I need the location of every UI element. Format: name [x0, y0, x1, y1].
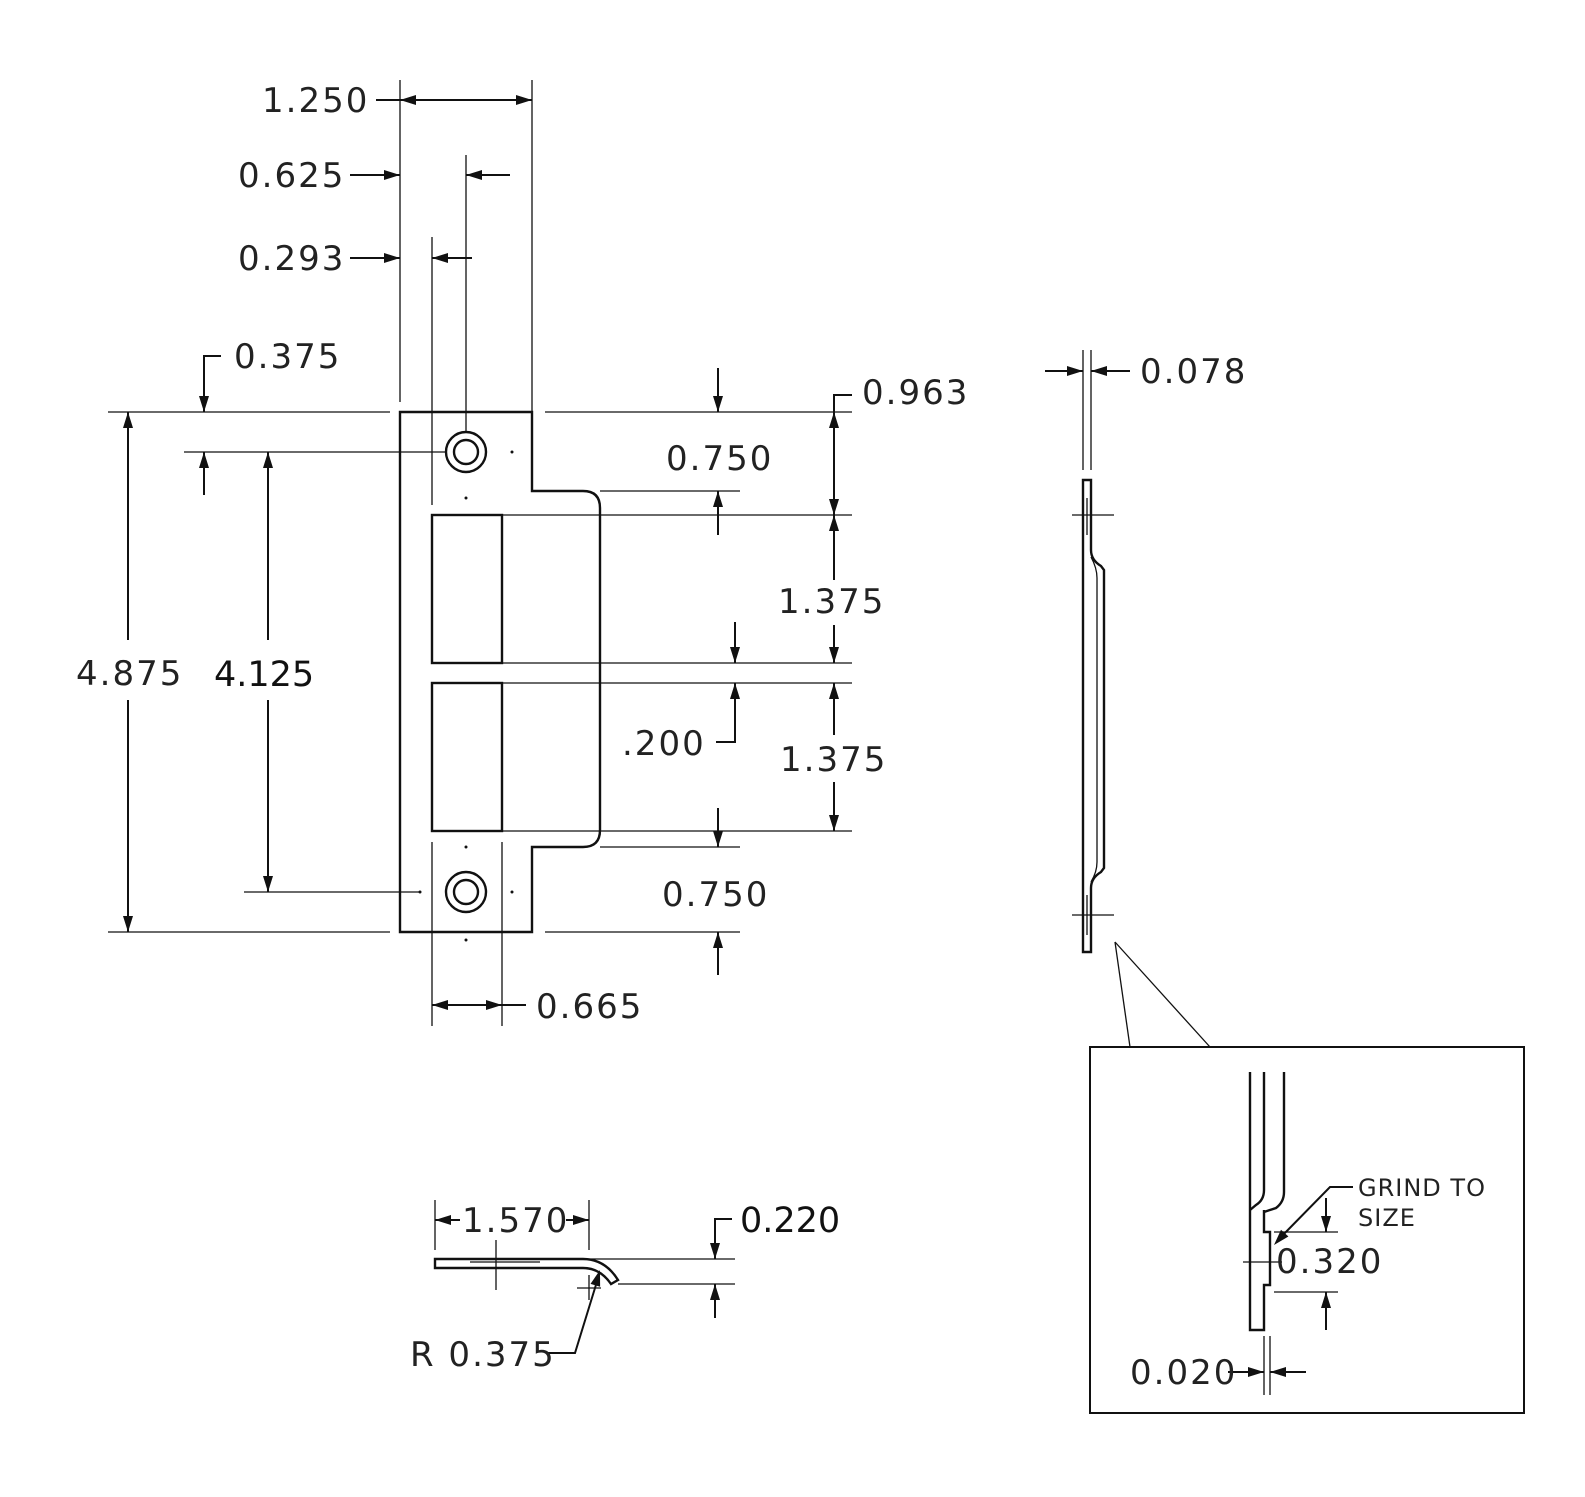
- label-0078: 0.078: [1140, 352, 1247, 392]
- note-grind-line2: SIZE: [1358, 1204, 1416, 1232]
- label-0220: 0.220: [740, 1201, 840, 1241]
- note-grind-line1: GRIND TO: [1358, 1174, 1486, 1202]
- label-0293: 0.293: [238, 239, 345, 279]
- upper-pocket: [430, 513, 504, 665]
- dim-1375-upper: 1.375: [778, 515, 885, 663]
- lip-profile: [433, 1257, 620, 1286]
- dim-0625: 0.625: [238, 156, 510, 196]
- label-1250: 1.250: [262, 81, 369, 121]
- dim-1375-lower: 1.375: [780, 683, 887, 831]
- label-0320: 0.320: [1276, 1242, 1383, 1282]
- dim-r0375: R 0.375: [410, 1268, 605, 1375]
- dim-0078: 0.078: [1045, 350, 1247, 470]
- detail-frame: [1089, 1046, 1525, 1414]
- label-0750-top: 0.750: [666, 439, 773, 479]
- dim-0665: 0.665: [432, 987, 643, 1027]
- label-1375-lower: 1.375: [780, 740, 887, 780]
- label-0963: 0.963: [862, 373, 969, 413]
- side-profile: [1081, 478, 1106, 954]
- dim-0220: 0.220: [583, 1201, 840, 1318]
- dim-0375: 0.375: [199, 337, 341, 495]
- dim-0293: 0.293: [238, 239, 472, 279]
- side-view: 0.078: [1045, 350, 1247, 954]
- dim-0320: 0.320: [1274, 1198, 1383, 1330]
- upper-screw-hole: [444, 430, 488, 474]
- dim-0020: 0.020: [1130, 1336, 1306, 1395]
- center-marks: [418, 450, 514, 942]
- label-4125: 4.125: [214, 655, 314, 695]
- label-0750-bottom: 0.750: [662, 875, 769, 915]
- label-r0375: R 0.375: [410, 1335, 556, 1375]
- dim-0963: 0.963: [829, 373, 969, 515]
- label-0375: 0.375: [234, 337, 341, 377]
- dim-4875: 4.875: [76, 412, 183, 932]
- lower-screw-hole: [444, 870, 488, 914]
- dim-0750-top: 0.750: [666, 368, 773, 535]
- label-1570: 1.570: [462, 1201, 569, 1241]
- label-0200: .200: [622, 724, 706, 764]
- dim-0750-bottom: 0.750: [662, 808, 769, 975]
- dim-1570: 1.570: [434, 1200, 590, 1250]
- label-0020: 0.020: [1130, 1353, 1237, 1393]
- detail-view: GRIND TO SIZE 0.320 0.020: [1089, 941, 1525, 1414]
- detail-callout-leader: [1114, 941, 1131, 1048]
- front-view: 1.250 0.625 0.293 0.375: [76, 80, 969, 1027]
- strike-plate-outline: [398, 410, 602, 934]
- dim-1250: 1.250: [262, 81, 532, 121]
- dim-4125: 4.125: [214, 452, 314, 892]
- label-1375-upper: 1.375: [778, 582, 885, 622]
- dim-0200: .200: [622, 622, 740, 764]
- lower-pocket: [430, 681, 504, 833]
- label-0625: 0.625: [238, 156, 345, 196]
- label-0665: 0.665: [536, 987, 643, 1027]
- label-4875: 4.875: [76, 654, 183, 694]
- end-view: 1.570 0.220 R 0.375: [410, 1200, 840, 1375]
